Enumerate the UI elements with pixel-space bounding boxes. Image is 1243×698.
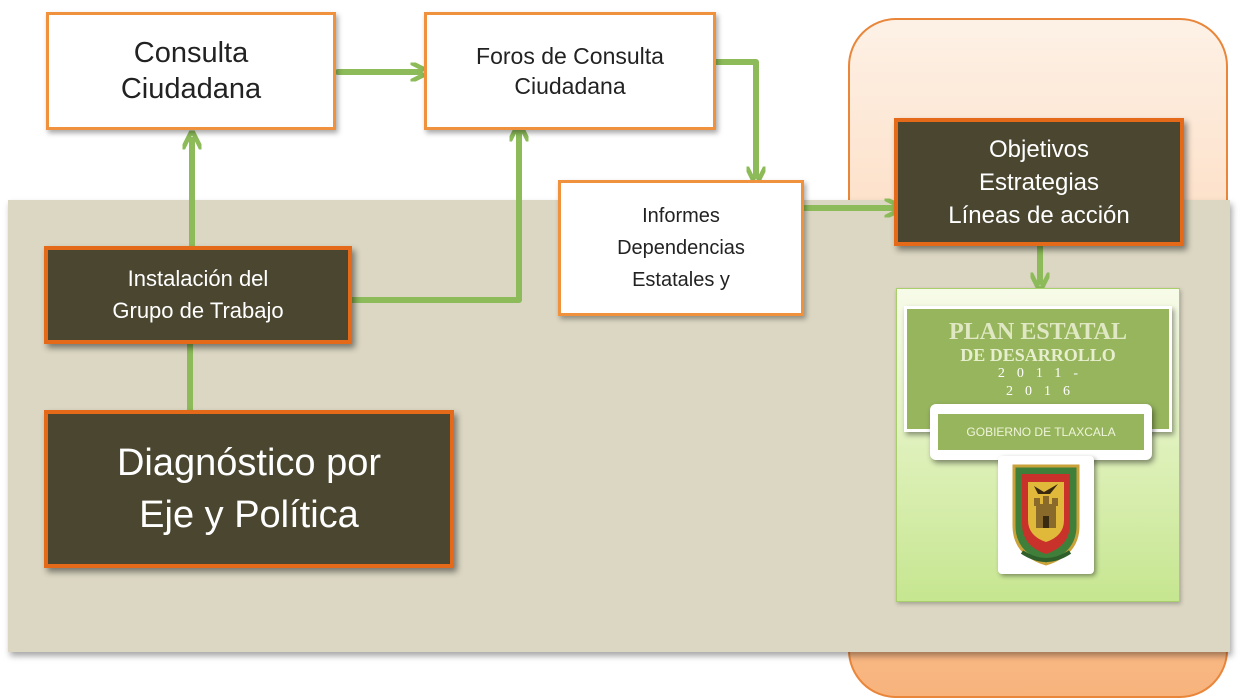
arrow-instalacion-to-foros [349, 132, 519, 303]
node-objetivos-estrategias-label: Objetivos Estrategias Líneas de acción [948, 135, 1130, 229]
plan-cover-subtitle: DE DESARROLLO [960, 345, 1116, 365]
node-objetivos-estrategias: Objetivos Estrategias Líneas de acción [894, 118, 1184, 246]
node-diagnostico-label: Diagnóstico por Eje y Política [116, 442, 382, 536]
node-foros-consulta-label: Foros de Consulta Ciudadana [476, 43, 664, 99]
node-consulta-ciudadana-label: Consulta Ciudadana [120, 37, 262, 105]
plan-cover-years-end: 2016 [1006, 384, 1082, 399]
node-diagnostico: Diagnóstico por Eje y Política [44, 410, 454, 568]
node-instalacion-grupo: Instalación del Grupo de Trabajo [44, 246, 352, 344]
node-informes-dependencias-label: Informes Dependencias Estatales y [617, 205, 745, 291]
crest-card [998, 456, 1094, 574]
node-informes-dependencias: Informes Dependencias Estatales y [558, 180, 804, 316]
plan-cover-government-label: GOBIERNO DE TLAXCALA [938, 414, 1144, 450]
plan-cover-government-tag: GOBIERNO DE TLAXCALA [930, 404, 1152, 460]
node-instalacion-grupo-label: Instalación del Grupo de Trabajo [112, 266, 284, 323]
plan-cover-title: PLAN ESTATAL [948, 319, 1128, 345]
plan-cover-years-start: 2011- [997, 366, 1091, 381]
arrow-foros-to-informes [713, 59, 756, 176]
node-foros-consulta: Foros de Consulta Ciudadana [424, 12, 716, 130]
tlaxcala-coat-of-arms-icon [1012, 464, 1080, 566]
node-consulta-ciudadana: Consulta Ciudadana [46, 12, 336, 130]
